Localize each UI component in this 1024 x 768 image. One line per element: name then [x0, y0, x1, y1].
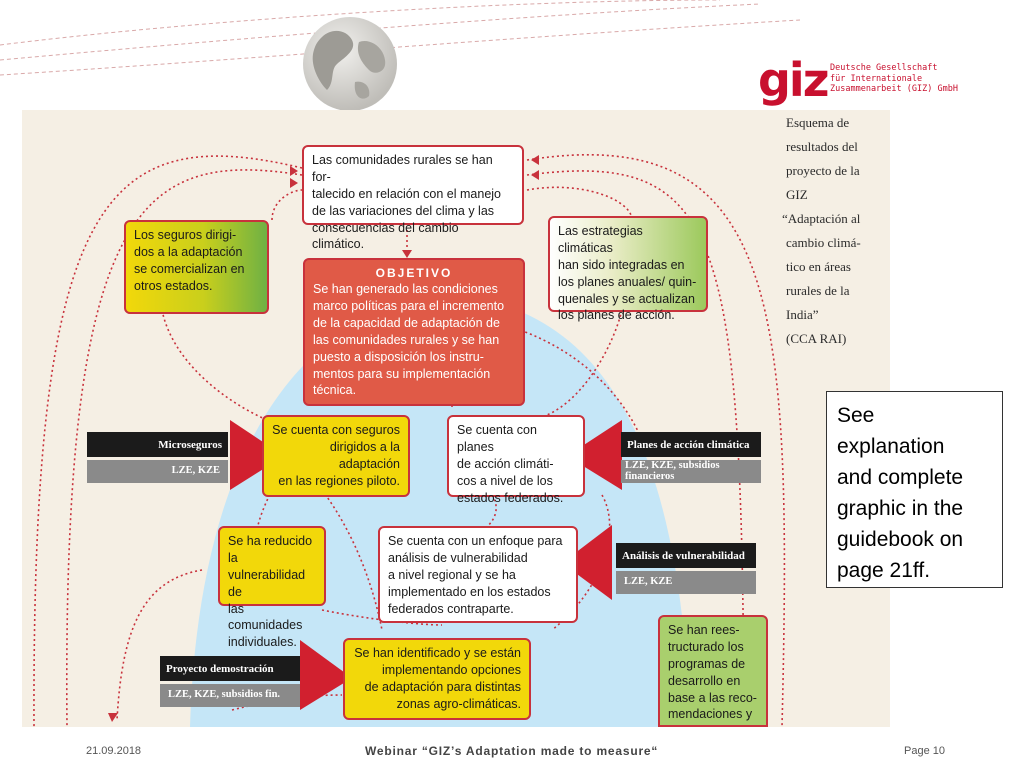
label-analisis: Análisis de vulnerabilidad — [616, 543, 756, 568]
text-line: dirigidos a la — [329, 439, 400, 454]
caption-line: “Adaptación al — [782, 211, 861, 226]
caption-line: proyecto de la — [786, 163, 860, 178]
label-microseguros-sub: LZE, KZE — [87, 460, 228, 483]
text-line: en las regiones piloto. — [278, 473, 400, 488]
callout-line: See — [837, 404, 875, 427]
text-line: individuales. — [228, 635, 297, 650]
text-line: implementado en los estados — [388, 584, 551, 599]
outcome-box-vulnerabilidad: Se ha reducido la vulnerabilidad de las … — [218, 526, 326, 649]
text-line: Se cuenta con un enfoque para — [388, 534, 563, 548]
objective-title: OBJETIVO — [375, 266, 453, 280]
text-line: las comunidades — [228, 601, 303, 633]
output-box-planes-accion: Se cuenta con planes de acción climáti- … — [447, 415, 585, 505]
text-line: de acción climáti- — [457, 456, 554, 471]
giz-logo-mark: giz — [758, 53, 829, 107]
caption-line: tico en áreas — [786, 259, 851, 274]
text-line: Se han identificado y se están — [354, 646, 521, 660]
text-line: Las estrategias climáticas — [558, 224, 643, 255]
text-line: programas de — [668, 656, 746, 671]
text-line: zonas agro-climáticas. — [396, 696, 521, 711]
label-planes-sub: LZE, KZE, subsidios financieros — [621, 460, 761, 483]
outcome-box-programas: Se han rees- tructurado los programas de… — [658, 615, 768, 727]
output-box-seguros-piloto: Se cuenta con seguros dirigidos a la ada… — [262, 415, 410, 497]
output-box-opciones-adaptacion: Se han identificado y se están implement… — [343, 638, 531, 720]
label-analisis-sub: LZE, KZE — [616, 571, 756, 594]
callout-line: page 21ff. — [837, 559, 931, 582]
text-line: marco políticas para el incremento — [313, 299, 505, 314]
giz-logo: giz — [758, 53, 829, 107]
caption-line: resultados del — [786, 139, 858, 154]
giz-org-line: Deutsche Gesellschaft — [830, 63, 938, 73]
text-line: técnica. — [313, 383, 357, 398]
text-line: Las comunidades rurales se han for- — [312, 153, 493, 184]
outcome-box-communities: Las comunidades rurales se han for- tale… — [302, 145, 524, 251]
text-line: cos a nivel de los — [457, 473, 553, 488]
globe-icon — [303, 17, 397, 111]
caption-line: rurales de la — [786, 283, 850, 298]
text-line: los planes de acción. — [558, 308, 675, 323]
text-line: talecido en relación con el manejo — [312, 186, 502, 201]
outcome-box-seguros-otros-estados: Los seguros dirigi- dos a la adaptación … — [124, 220, 269, 314]
giz-org-name: Deutsche Gesellschaft für Internationale… — [830, 63, 958, 95]
text-line: consecuencias del cambio climático. — [312, 220, 459, 252]
text-line: Se cuenta con planes — [457, 423, 537, 454]
text-line: vulnerabilidad de — [228, 567, 306, 599]
label-microseguros: Microseguros — [87, 432, 228, 457]
callout-line: graphic in the — [837, 497, 964, 520]
text-line: Los seguros dirigi- — [134, 228, 237, 242]
callout-line: guidebook on — [837, 528, 964, 551]
caption-line: cambio climá- — [786, 235, 861, 250]
footer-page: Page 10 — [904, 745, 945, 757]
text-line: implementando opciones — [382, 662, 521, 677]
footer-date: 21.09.2018 — [86, 745, 142, 757]
callout-box: See explanation and complete graphic in … — [826, 391, 1003, 588]
text-line: adaptación — [338, 456, 400, 471]
callout-line: explanation — [837, 435, 945, 458]
text-line: Se cuenta con seguros — [272, 423, 400, 437]
callout-line: and complete — [837, 466, 964, 489]
footer: 21.09.2018 Webinar “GIZ’s Adaptation mad… — [0, 734, 1024, 768]
text-line: mentos para su implementación — [313, 366, 491, 381]
text-line: mendaciones y — [668, 707, 753, 722]
text-line: dos a la adaptación — [134, 244, 243, 259]
text-line: de adaptación para distintas — [364, 679, 521, 694]
footer-title: Webinar “GIZ’s Adaptation made to measur… — [365, 744, 659, 758]
label-proyecto-sub: LZE, KZE, subsidios fin. — [160, 684, 300, 707]
text-line: los planes anuales/ quin- — [558, 274, 697, 289]
caption-line: GIZ — [786, 187, 808, 202]
text-line: tructurado los — [668, 639, 744, 654]
text-line: quenales y se actualizan — [558, 291, 695, 306]
text-line: se comercializan en — [134, 261, 245, 276]
text-line: desarrollo en — [668, 673, 741, 688]
text-line: Se han rees- — [668, 623, 740, 637]
side-caption: Esquema de resultados del proyecto de la… — [782, 111, 881, 351]
text-line: federados contraparte. — [388, 601, 514, 616]
label-line: financieros — [625, 470, 675, 482]
text-line: estados federados. — [457, 490, 564, 505]
text-line: las comunidades rurales y se han — [313, 332, 500, 347]
text-line: de las variaciones del clima y las — [312, 203, 495, 218]
text-line: han sido integradas en — [558, 257, 685, 272]
text-line: a nivel regional y se ha — [388, 567, 516, 582]
text-line: otros estados. — [134, 278, 213, 293]
text-line: base a las reco- — [668, 690, 757, 705]
text-line: puesto a disposición los instru- — [313, 349, 484, 364]
label-planes-accion: Planes de acción climática — [621, 432, 761, 457]
caption-line: (CCA RAI) — [786, 331, 847, 346]
label-line: LZE, KZE, subsidios — [625, 460, 720, 471]
caption-line: Esquema de — [786, 115, 850, 130]
text-line: de la capacidad de adaptación de — [313, 315, 500, 330]
giz-org-line: für Internationale — [830, 73, 923, 84]
caption-line: India” — [786, 307, 819, 322]
text-line: Se ha reducido la — [228, 534, 313, 565]
text-line: análisis de vulnerabilidad — [388, 550, 528, 565]
output-box-enfoque-vulnerabilidad: Se cuenta con un enfoque para análisis d… — [378, 526, 578, 623]
outcome-box-estrategias: Las estrategias climáticas han sido inte… — [548, 216, 708, 322]
objective-box: OBJETIVO Se han generado las condiciones… — [303, 258, 525, 406]
giz-org-line: Zusammenarbeit (GIZ) GmbH — [830, 84, 958, 94]
label-proyecto: Proyecto demostración — [160, 656, 300, 681]
text-line: Se han generado las condiciones — [313, 282, 498, 297]
